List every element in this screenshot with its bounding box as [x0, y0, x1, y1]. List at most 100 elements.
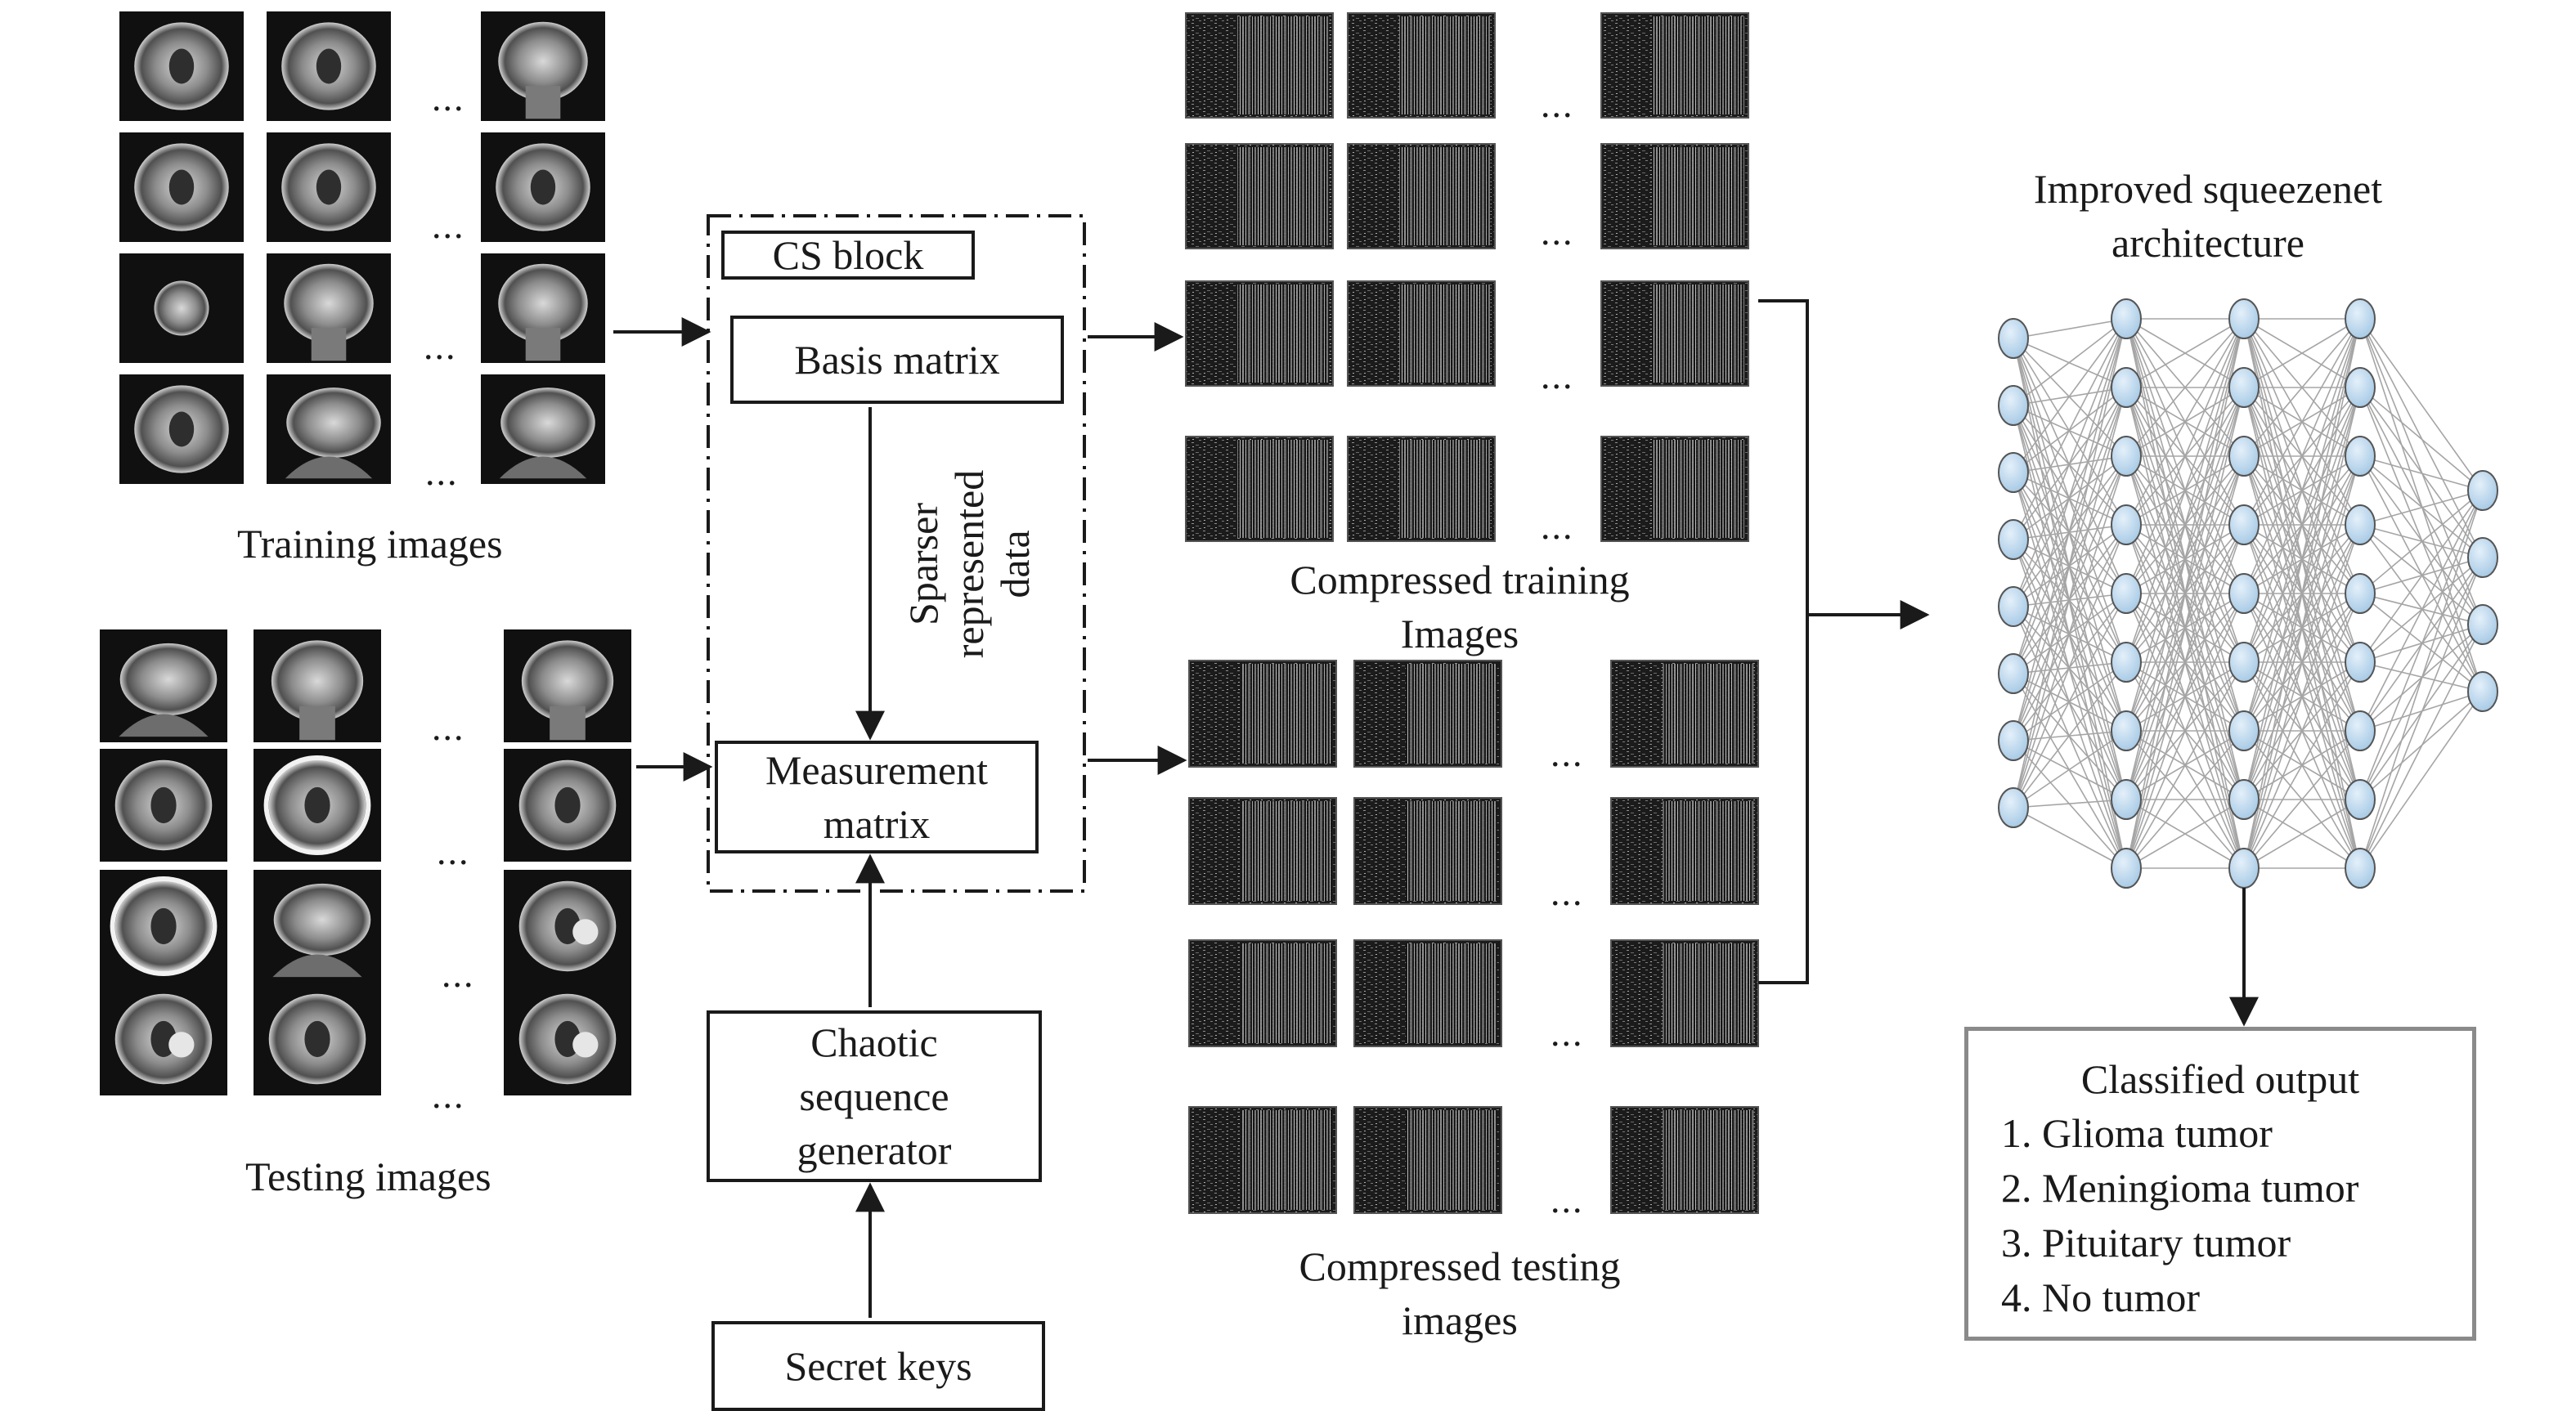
- network-edge: [2359, 490, 2484, 526]
- compressed-training-image: [1347, 12, 1496, 119]
- network-neuron: [2228, 573, 2260, 614]
- network-neuron: [2111, 367, 2142, 408]
- compressed-training-label: Compressed training Images: [1259, 553, 1660, 661]
- chaotic-line-1: Chaotic: [810, 1019, 938, 1065]
- network-edge: [2013, 318, 2127, 674]
- network-edge: [2125, 318, 2245, 732]
- network-neuron: [2345, 436, 2376, 477]
- output-item-glioma: 1. Glioma tumor: [2001, 1110, 2273, 1156]
- training-thumbnail: [119, 374, 244, 484]
- ellipsis: ...: [432, 706, 465, 748]
- network-edge: [2013, 539, 2127, 594]
- compressed-testing-line-2: images: [1402, 1297, 1518, 1343]
- compressed-training-image: [1347, 143, 1496, 249]
- compressed-training-image: [1600, 12, 1749, 119]
- compressed-testing-image: [1610, 660, 1759, 768]
- network-edge: [2243, 455, 2361, 869]
- network-edge: [2359, 318, 2484, 491]
- measurement-line-2: matrix: [823, 801, 931, 847]
- compressed-training-image: [1185, 436, 1334, 542]
- ellipsis: ...: [1541, 83, 1574, 125]
- training-thumbnail: [267, 132, 391, 242]
- network-neuron: [2111, 573, 2142, 614]
- network-edge: [2243, 387, 2361, 869]
- network-neuron: [1998, 720, 2029, 761]
- network-edge: [2013, 593, 2127, 809]
- network-edge: [2243, 318, 2361, 526]
- measurement-matrix-box: Measurement matrix: [715, 741, 1039, 853]
- network-edge: [2125, 318, 2245, 388]
- network-neuron: [1998, 787, 2029, 828]
- testing-thumbnail: [100, 870, 227, 983]
- network-edge: [2013, 318, 2127, 607]
- network-neuron: [2111, 848, 2142, 889]
- merge-bracket: [1758, 299, 1809, 984]
- network-edge: [2125, 730, 2245, 869]
- network-edge: [2243, 524, 2361, 869]
- ellipsis: ...: [1541, 505, 1574, 547]
- network-neuron: [2111, 642, 2142, 683]
- network-edge: [2359, 490, 2484, 663]
- secret-keys-box: Secret keys: [711, 1321, 1045, 1411]
- network-edge: [2013, 524, 2127, 809]
- network-edge: [2359, 387, 2484, 558]
- network-neuron: [1998, 452, 2029, 493]
- compressed-testing-image: [1353, 660, 1502, 768]
- network-edge: [2125, 318, 2245, 800]
- measurement-line-1: Measurement: [765, 747, 989, 793]
- ellipsis: ...: [424, 325, 457, 367]
- ellipsis: ...: [1541, 211, 1574, 253]
- training-thumbnail: [267, 253, 391, 363]
- network-edge: [2125, 593, 2245, 869]
- network-edge: [2013, 730, 2127, 809]
- compressed-training-image: [1347, 280, 1496, 387]
- network-neuron: [2345, 642, 2376, 683]
- ellipsis: ...: [432, 1074, 465, 1116]
- chaotic-line-2: sequence: [799, 1073, 949, 1119]
- network-edge: [2359, 490, 2484, 732]
- network-neuron: [2111, 298, 2142, 339]
- testing-thumbnail: [100, 629, 227, 742]
- training-thumbnail: [481, 253, 605, 363]
- network-neuron: [2345, 848, 2376, 889]
- network-edge: [2243, 318, 2361, 732]
- network-edge: [2013, 799, 2127, 809]
- compressed-testing-image: [1188, 939, 1337, 1047]
- sparser-line-1: Sparser: [900, 503, 946, 625]
- compressed-testing-image: [1188, 797, 1337, 905]
- network-edge: [2243, 318, 2361, 388]
- compressed-training-image: [1185, 280, 1334, 387]
- network-neuron: [2467, 671, 2498, 712]
- network-neuron: [2345, 779, 2376, 820]
- chaotic-generator-box: Chaotic sequence generator: [707, 1010, 1042, 1182]
- network-edge: [2125, 318, 2245, 526]
- ellipsis: ...: [437, 831, 470, 872]
- network-neuron: [2467, 470, 2498, 511]
- network-neuron: [2111, 779, 2142, 820]
- network-neuron: [2228, 436, 2260, 477]
- compressed-testing-image: [1353, 797, 1502, 905]
- network-edge: [2359, 490, 2484, 800]
- training-thumbnail: [267, 374, 391, 484]
- network-neuron: [1998, 519, 2029, 560]
- compressed-testing-line-1: Compressed testing: [1299, 1243, 1621, 1289]
- cs-block-title-text: CS block: [772, 232, 924, 278]
- network-edge: [2125, 318, 2245, 594]
- secret-keys-text: Secret keys: [784, 1343, 972, 1389]
- basis-matrix-text: Basis matrix: [794, 337, 1000, 383]
- network-neuron: [2345, 504, 2376, 545]
- compressed-testing-image: [1610, 1106, 1759, 1214]
- compressed-training-image: [1347, 436, 1496, 542]
- compressed-training-image: [1185, 12, 1334, 119]
- network-edge: [2243, 661, 2361, 869]
- ellipsis: ...: [1551, 871, 1584, 913]
- network-neuron: [2467, 604, 2498, 645]
- basis-matrix-box: Basis matrix: [730, 316, 1064, 404]
- network-edge: [2013, 318, 2127, 339]
- network-neuron: [2345, 298, 2376, 339]
- compressed-testing-image: [1188, 1106, 1337, 1214]
- compressed-testing-image: [1353, 939, 1502, 1047]
- compressed-testing-image: [1610, 939, 1759, 1047]
- network-title-line-1: Improved squeezenet: [2033, 166, 2383, 212]
